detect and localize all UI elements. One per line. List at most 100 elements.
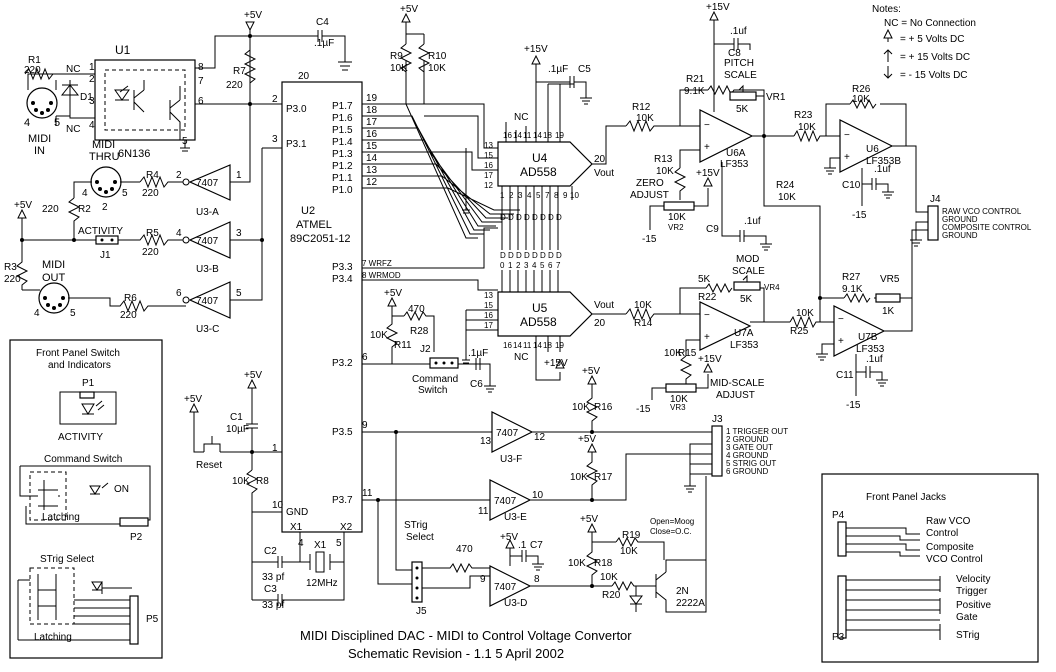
u4-db-d5: D xyxy=(540,213,546,222)
midi-out-pin-5: 5 xyxy=(70,308,76,319)
p4-ref: P4 xyxy=(832,510,845,521)
j3-grounds xyxy=(684,443,712,493)
j4-ref: J4 xyxy=(930,194,941,205)
c3-ref: C3 xyxy=(264,584,277,595)
u5-part: AD558 xyxy=(520,315,557,329)
u7a-opamp xyxy=(699,301,752,351)
c1-vcc-label: +5V xyxy=(244,370,262,381)
vr2-label-2: ADJUST xyxy=(630,190,669,201)
r5-value: 220 xyxy=(142,247,159,258)
u2-p16: P1.6 xyxy=(332,113,353,124)
crystal-circuit xyxy=(252,532,345,606)
vr1-label-2: SCALE xyxy=(724,70,757,81)
r13-resistor xyxy=(673,167,687,200)
u5-db-n4: 4 xyxy=(532,261,537,270)
u1-pin-6: 6 xyxy=(198,96,204,107)
j3-item-3: 3 GATE OUT xyxy=(726,443,773,452)
u1-nc-2: NC xyxy=(66,124,80,135)
r25-ref: R25 xyxy=(790,326,809,337)
vr2-neg-label: -15 xyxy=(642,234,657,245)
r7-ref: R7 xyxy=(233,66,246,77)
r16-vcc-label: +5V xyxy=(582,366,600,377)
svg-text:−: − xyxy=(844,130,850,141)
u2-pin-2: 2 xyxy=(272,94,278,105)
j1-connector xyxy=(95,235,119,245)
r8-resistor xyxy=(245,469,259,600)
midi-out-connector: MIDI OUT 4 5 xyxy=(34,259,76,319)
r13-value: 10K xyxy=(656,166,674,177)
fpj-velocity: Velocity xyxy=(956,574,990,585)
u2-pin-16: 16 xyxy=(366,129,378,140)
vr5-ref: VR5 xyxy=(880,274,900,285)
r14-resistor xyxy=(625,307,700,321)
u4-vout: Vout xyxy=(594,168,614,179)
fps-latching-label-2: Latching xyxy=(34,632,72,643)
p35-p37-wires xyxy=(362,431,492,585)
fps-activity-label: ACTIVITY xyxy=(58,432,103,443)
r12-value: 10K xyxy=(636,113,654,124)
u1-pin-1: 1 xyxy=(89,62,95,73)
u3c-pin-out: 6 xyxy=(176,288,182,299)
u1-pin-7: 7 xyxy=(198,76,204,87)
u5-db-d3: D xyxy=(524,251,530,260)
vr4-label-2: SCALE xyxy=(732,266,765,277)
u3b-pin-out: 4 xyxy=(176,228,182,239)
midi-out-label: MIDI xyxy=(42,259,65,271)
u5-bottom-pins: 16 14 11 14 18 19 xyxy=(503,341,564,350)
r9-r10-vcc xyxy=(401,12,425,44)
note-15v: = + 15 Volts DC xyxy=(900,52,970,63)
r-470-value: 470 xyxy=(456,544,473,555)
r8-ref: R8 xyxy=(256,476,269,487)
c1-value: 10µF xyxy=(226,424,249,435)
c10-ref: C10 xyxy=(842,180,861,191)
u1-ground xyxy=(180,140,190,152)
r15-value: 10K xyxy=(664,348,682,359)
u4-db-d1: D xyxy=(508,213,514,222)
u4-db-labels: 1 2 3 4 5 7 8 9 10 xyxy=(500,191,579,200)
u5-pin-13: 13 xyxy=(484,291,493,300)
u6-negative-supply xyxy=(721,162,772,251)
r21-ref: R21 xyxy=(686,74,705,85)
r6-ref: R6 xyxy=(124,293,137,304)
r16-ref: R16 xyxy=(594,402,613,413)
u1-pin-2: 2 xyxy=(89,74,95,85)
note-neg15v-icon xyxy=(883,66,893,79)
u3c-part: 7407 xyxy=(196,296,219,307)
p1-ref: P1 xyxy=(82,378,95,389)
u3a-buffer: 7407 U3-A 1 2 xyxy=(176,164,242,218)
u2-pin-12: 12 xyxy=(366,177,378,188)
p5-ref: P5 xyxy=(146,614,159,625)
u6-wiring xyxy=(824,103,907,175)
u2-pin-14: 14 xyxy=(366,153,378,164)
vr1-value: 5K xyxy=(736,104,749,115)
c6-ref: C6 xyxy=(470,379,483,390)
r19-resistor xyxy=(615,536,665,560)
vr3-pot xyxy=(665,383,697,393)
u5-db-d4: D xyxy=(532,251,538,260)
u4-vout-wire xyxy=(592,125,626,165)
r20-value: 10K xyxy=(600,572,618,583)
j3-ref: J3 xyxy=(712,414,723,425)
midi-thru-pin-2: 2 xyxy=(102,202,108,213)
u5-db-d6: D xyxy=(548,251,554,260)
q1-note-2: Close=O.C. xyxy=(650,527,692,536)
q1-note: Open=Moog xyxy=(650,517,694,526)
d1-diode xyxy=(60,80,80,118)
r9-value: 10K xyxy=(390,63,408,74)
data-bus xyxy=(362,103,520,239)
r15-resistor xyxy=(679,355,693,384)
u2-pin-19: 19 xyxy=(366,93,378,104)
midi-thru-wires xyxy=(73,181,140,198)
j3-item-1: 1 TRIGGER OUT xyxy=(726,427,788,436)
svg-text:−: − xyxy=(704,310,710,321)
u6a-opamp xyxy=(699,109,754,163)
r16-value: 10K xyxy=(572,402,590,413)
u7b-supply xyxy=(816,343,888,396)
u2-p31: P3.1 xyxy=(286,139,307,150)
u6-neg-label: -15 xyxy=(852,210,867,221)
midi-in-wire xyxy=(27,73,95,90)
fpj-title: Front Panel Jacks xyxy=(866,492,946,503)
svg-text:+: + xyxy=(704,332,710,343)
midi-in-connector: 4 5 MIDI IN xyxy=(24,87,60,157)
